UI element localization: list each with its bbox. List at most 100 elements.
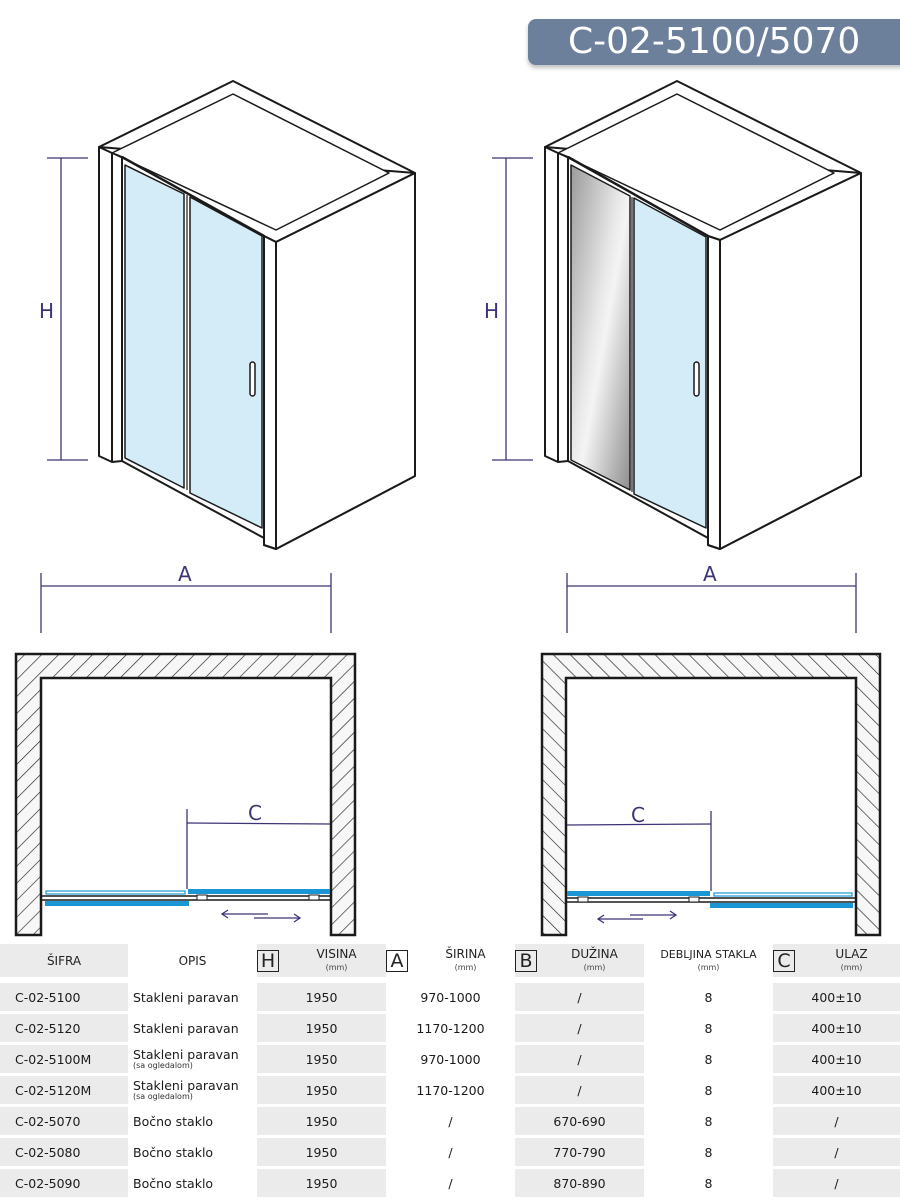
cell-opis: Bočno staklo [128, 1107, 257, 1138]
entry-label-left: C [248, 801, 262, 825]
a-letter-icon: A [386, 949, 408, 972]
header-sirina-label: ŠIRINA [445, 946, 486, 961]
cell-opis-main: Stakleni paravan [133, 1046, 239, 1062]
cell-opis: Stakleni paravan (sa ogledalom) [128, 1045, 257, 1076]
width-dimension-left [40, 573, 332, 633]
height-label-right: H [484, 299, 499, 323]
right-isometric-drawing [544, 80, 862, 550]
header-opis: OPIS [128, 944, 257, 980]
cell-opis: Stakleni paravan (sa ogledalom) [128, 1076, 257, 1107]
cell-ulaz: 400±10 [773, 1045, 900, 1076]
cell-sifra: C-02-5090 [0, 1169, 128, 1200]
table-row: C-02-5080 Bočno staklo 1950 / 770-790 8 … [0, 1138, 900, 1169]
table-row: C-02-5090 Bočno staklo 1950 / 870-890 8 … [0, 1169, 900, 1200]
header-sirina: A ŠIRINA (mm) [386, 944, 515, 980]
cell-sifra: C-02-5070 [0, 1107, 128, 1138]
height-dimension-left [47, 157, 88, 461]
cell-sifra: C-02-5080 [0, 1138, 128, 1169]
cell-duzina: 770-790 [515, 1138, 644, 1169]
cell-ulaz: / [773, 1138, 900, 1169]
header-sifra: ŠIFRA [0, 944, 128, 980]
header-duzina: B DUŽINA (mm) [515, 944, 644, 980]
table-row: C-02-5070 Bočno staklo 1950 / 670-690 8 … [0, 1107, 900, 1138]
cell-debljina: 8 [644, 1138, 773, 1169]
cell-opis-main: Stakleni paravan [133, 1020, 239, 1036]
left-plan-view [14, 652, 357, 937]
right-plan-view [540, 652, 882, 937]
cell-sirina: / [386, 1169, 515, 1200]
cell-opis-main: Stakleni paravan [133, 989, 239, 1005]
cell-debljina: 8 [644, 1014, 773, 1045]
header-duzina-unit: (mm) [583, 962, 606, 972]
cell-duzina: / [515, 1076, 644, 1107]
cell-duzina: 870-890 [515, 1169, 644, 1200]
width-dimension-right [566, 573, 857, 633]
cell-opis-main: Bočno staklo [133, 1175, 214, 1191]
header-visina: H VISINA (mm) [257, 944, 386, 980]
cell-sirina: 970-1000 [386, 1045, 515, 1076]
table-row: C-02-5120M Stakleni paravan (sa ogledalo… [0, 1076, 900, 1107]
cell-duzina: / [515, 983, 644, 1014]
cell-duzina: / [515, 1045, 644, 1076]
technical-drawings: H A H A [14, 80, 882, 937]
cell-debljina: 8 [644, 983, 773, 1014]
cell-visina: 1950 [257, 1138, 386, 1169]
header-ulaz-label: ULAZ [835, 946, 868, 961]
table-row: C-02-5100 Stakleni paravan 1950 970-1000… [0, 983, 900, 1014]
cell-sirina: 1170-1200 [386, 1014, 515, 1045]
b-letter-icon: B [515, 949, 537, 972]
cell-sifra: C-02-5100M [0, 1045, 128, 1076]
header-sirina-unit: (mm) [454, 962, 477, 972]
header-visina-unit: (mm) [325, 962, 348, 972]
h-letter-icon: H [257, 949, 279, 972]
cell-visina: 1950 [257, 1045, 386, 1076]
cell-opis: Stakleni paravan [128, 1014, 257, 1045]
cell-opis-main: Stakleni paravan [133, 1077, 239, 1093]
header-opis-label: OPIS [178, 953, 207, 968]
table-row: C-02-5100M Stakleni paravan (sa ogledalo… [0, 1045, 900, 1076]
cell-opis-main: Bočno staklo [133, 1144, 214, 1160]
cell-debljina: 8 [644, 1107, 773, 1138]
cell-sifra: C-02-5120 [0, 1014, 128, 1045]
cell-ulaz: 400±10 [773, 983, 900, 1014]
cell-opis-sub: (sa ogledalom) [133, 1060, 193, 1070]
cell-sifra: C-02-5120M [0, 1076, 128, 1107]
cell-ulaz: / [773, 1169, 900, 1200]
header-debljina: DEBLJINA STAKLA (mm) [644, 944, 773, 980]
cell-visina: 1950 [257, 983, 386, 1014]
width-label-left: A [178, 562, 192, 586]
table-row: C-02-5120 Stakleni paravan 1950 1170-120… [0, 1014, 900, 1045]
cell-sifra: C-02-5100 [0, 983, 128, 1014]
left-isometric-drawing [98, 80, 416, 550]
header-ulaz-unit: (mm) [840, 962, 863, 972]
width-label-right: A [703, 562, 717, 586]
c-letter-icon: C [773, 949, 795, 972]
cell-duzina: / [515, 1014, 644, 1045]
product-code-badge: C-02-5100/5070 [528, 19, 900, 65]
cell-opis: Stakleni paravan [128, 983, 257, 1014]
cell-visina: 1950 [257, 1107, 386, 1138]
cell-sirina: / [386, 1138, 515, 1169]
cell-debljina: 8 [644, 1045, 773, 1076]
cell-debljina: 8 [644, 1169, 773, 1200]
cell-sirina: 970-1000 [386, 983, 515, 1014]
cell-ulaz: 400±10 [773, 1076, 900, 1107]
cell-ulaz: 400±10 [773, 1014, 900, 1045]
header-visina-label: VISINA [316, 946, 357, 961]
header-duzina-label: DUŽINA [571, 946, 618, 961]
cell-visina: 1950 [257, 1169, 386, 1200]
header-debljina-label: DEBLJINA STAKLA [660, 947, 757, 961]
height-label-left: H [39, 299, 54, 323]
entry-label-right: C [631, 803, 645, 827]
cell-sirina: 1170-1200 [386, 1076, 515, 1107]
cell-duzina: 670-690 [515, 1107, 644, 1138]
header-sifra-label: ŠIFRA [46, 953, 82, 968]
cell-opis: Bočno staklo [128, 1169, 257, 1200]
cell-ulaz: / [773, 1107, 900, 1138]
cell-opis: Bočno staklo [128, 1138, 257, 1169]
cell-debljina: 8 [644, 1076, 773, 1107]
table-header-row: ŠIFRA OPIS H VISINA (mm) A ŠIRINA [0, 944, 900, 980]
specification-table: ŠIFRA OPIS H VISINA (mm) A ŠIRINA [0, 944, 900, 1200]
header-ulaz: C ULAZ (mm) [773, 944, 900, 980]
cell-sirina: / [386, 1107, 515, 1138]
